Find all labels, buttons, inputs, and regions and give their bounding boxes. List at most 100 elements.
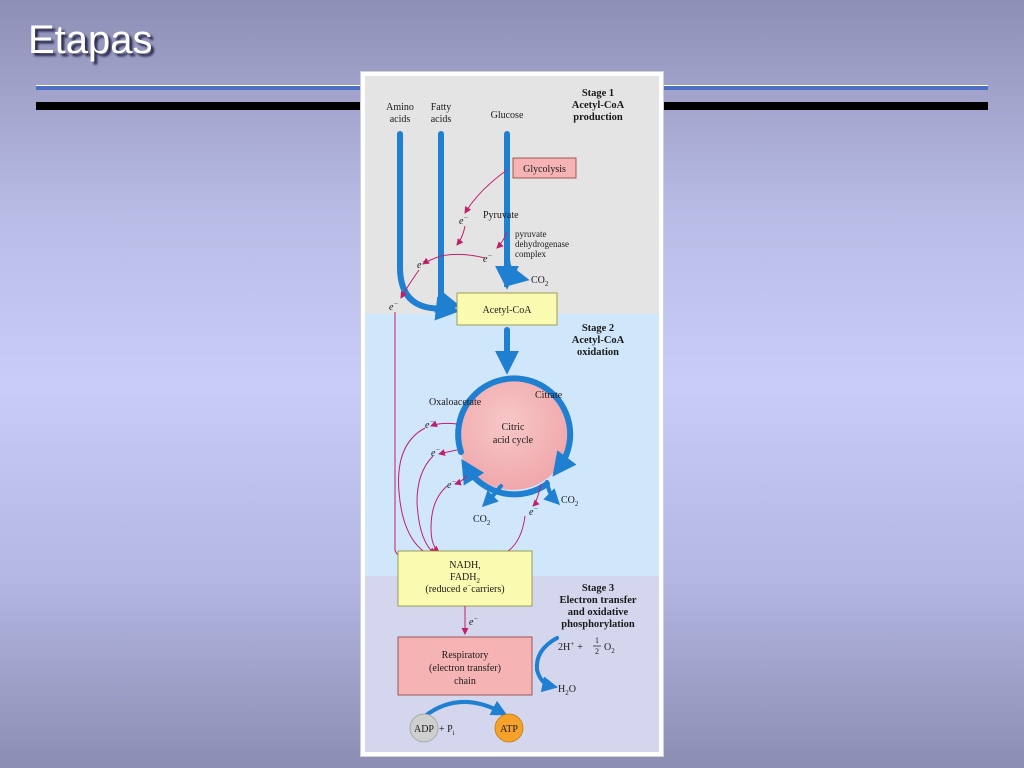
electron-arrow-pdh xyxy=(496,231,508,249)
svg-text:NADH,: NADH, xyxy=(449,560,480,571)
half-denominator: 2 xyxy=(595,647,599,656)
pdh-co2-label: CO2 xyxy=(531,275,549,288)
svg-text:acid cycle: acid cycle xyxy=(493,435,534,446)
svg-text:Respiratory: Respiratory xyxy=(442,650,489,661)
oxaloacetate-label: Oxaloacetate xyxy=(429,397,482,408)
cycle-electron-arrow-1 xyxy=(430,420,458,428)
electron-arrow-to-amino xyxy=(422,253,486,265)
electron-label-4: e− xyxy=(389,300,398,313)
electron-label-1: e− xyxy=(459,214,468,227)
cycle-co2-label-left: CO2 xyxy=(473,514,491,527)
cycle-electron-path-2 xyxy=(416,455,436,555)
svg-text:(reduced e−carriers): (reduced e−carriers) xyxy=(425,582,504,595)
glycolysis-box xyxy=(512,157,577,179)
citric-acid-cycle-circle xyxy=(457,378,569,490)
amino-acids-label: Amino acids xyxy=(386,102,414,125)
adp-to-atp-arrow xyxy=(423,700,508,718)
svg-text:e−: e− xyxy=(431,446,440,459)
acetyl-coa-box xyxy=(456,292,558,326)
svg-text:and oxidative: and oxidative xyxy=(568,607,629,618)
atp-label: ATP xyxy=(500,724,518,735)
stage1-label: Stage 1 Acetyl-CoA production xyxy=(572,88,625,123)
cycle-electron-arrow-4 xyxy=(532,483,542,507)
cycle-co2-label-right: CO2 xyxy=(561,495,579,508)
amino-acids-flow-arrow xyxy=(397,131,460,321)
electron-arrow-glycolysis xyxy=(464,169,508,214)
cycle-electron-label-4: e− xyxy=(529,505,538,518)
svg-text:Amino: Amino xyxy=(386,102,414,113)
electron-label-3: e− xyxy=(417,258,426,271)
pdh-co2-arrow xyxy=(503,257,530,288)
svg-text:e−: e− xyxy=(447,478,456,491)
atp-circle xyxy=(494,713,524,743)
svg-text:dehydrogenase: dehydrogenase xyxy=(515,239,569,249)
cycle-co2-arrow-right xyxy=(543,480,561,506)
svg-text:complex: complex xyxy=(515,249,546,259)
phosphate-label: + Pi xyxy=(439,724,455,737)
svg-text:production: production xyxy=(573,112,623,123)
electron-arrow-amino xyxy=(400,269,420,299)
nadh-fadh2-label: NADH, FADH2 (reduced e−carriers) xyxy=(425,560,504,595)
respiratory-chain-box xyxy=(397,636,533,696)
svg-text:Acetyl-CoA: Acetyl-CoA xyxy=(572,100,625,111)
glycolysis-label: Glycolysis xyxy=(523,164,566,175)
electron-label-2: e− xyxy=(483,252,492,265)
stage2-label: Stage 2 Acetyl-CoA oxidation xyxy=(572,323,625,358)
cycle-co2-arrow-left xyxy=(481,484,503,508)
svg-text:e−: e− xyxy=(483,252,492,265)
adp-label: ADP xyxy=(414,724,434,735)
oxygen-label: O2 xyxy=(604,642,615,655)
cycle-electron-path-1 xyxy=(398,427,432,557)
water-label: H2O xyxy=(558,684,576,697)
oxygen-reactants-label: 2H++ xyxy=(558,640,583,653)
pdh-complex-label: pyruvate dehydrogenase complex xyxy=(515,229,569,259)
stage3-label: Stage 3 Electron transfer and oxidative … xyxy=(559,583,636,630)
svg-text:acids: acids xyxy=(390,114,411,125)
glucose-label: Glucose xyxy=(491,110,524,121)
svg-text:e−: e− xyxy=(459,214,468,227)
svg-text:(electron transfer): (electron transfer) xyxy=(429,663,501,674)
cycle-electron-arrow-3 xyxy=(454,475,468,486)
svg-text:e−: e− xyxy=(469,615,478,628)
svg-text:Stage 1: Stage 1 xyxy=(582,88,614,99)
cycle-electron-label-1: e− xyxy=(425,418,434,431)
cycle-flow-arrow-upper xyxy=(455,375,577,477)
svg-text:oxidation: oxidation xyxy=(577,347,619,358)
half-numerator: 1 xyxy=(595,636,599,645)
cycle-electron-path-3 xyxy=(430,485,448,553)
svg-text:FADH2: FADH2 xyxy=(450,572,480,585)
adp-circle xyxy=(409,713,439,743)
electron-arrow-to-fatty xyxy=(456,225,466,246)
cycle-electron-label-3: e− xyxy=(447,478,456,491)
citrate-label: Citrate xyxy=(535,390,563,401)
acetyl-coa-label: Acetyl-CoA xyxy=(483,305,533,316)
svg-text:e−: e− xyxy=(417,258,426,271)
svg-text:Electron transfer: Electron transfer xyxy=(559,595,636,606)
fatty-acids-flow-arrow xyxy=(434,131,461,313)
cycle-flow-arrow-lower xyxy=(461,458,550,498)
svg-text:e−: e− xyxy=(389,300,398,313)
chain-electron-label: e− xyxy=(469,615,478,628)
svg-text:Stage 2: Stage 2 xyxy=(582,323,614,334)
respiratory-chain-label: Respiratory (electron transfer) chain xyxy=(429,650,501,687)
fatty-acids-label: Fatty acids xyxy=(431,102,452,125)
citric-acid-cycle-label: Citric acid cycle xyxy=(493,422,534,446)
svg-text:e−: e− xyxy=(425,418,434,431)
cycle-electron-label-2: e− xyxy=(431,446,440,459)
oxygen-to-water-arrow xyxy=(534,636,559,693)
svg-text:Fatty: Fatty xyxy=(431,102,452,113)
nadh-fadh2-box xyxy=(397,550,533,607)
slide-title: Etapas xyxy=(28,18,153,62)
svg-text:chain: chain xyxy=(454,676,476,687)
svg-text:pyruvate: pyruvate xyxy=(515,229,547,239)
stages-diagram: Stage 1 Acetyl-CoA production Stage 2 Ac… xyxy=(365,76,659,752)
svg-text:Citric: Citric xyxy=(502,422,525,433)
svg-text:acids: acids xyxy=(431,114,452,125)
pyruvate-label: Pyruvate xyxy=(483,210,519,221)
svg-text:phosphorylation: phosphorylation xyxy=(561,619,635,630)
svg-text:Acetyl-CoA: Acetyl-CoA xyxy=(572,335,625,346)
svg-text:Stage 3: Stage 3 xyxy=(582,583,614,594)
metabolism-stages-figure: Stage 1 Acetyl-CoA production Stage 2 Ac… xyxy=(361,72,663,756)
cycle-electron-arrow-2 xyxy=(438,449,458,456)
svg-text:e−: e− xyxy=(529,505,538,518)
